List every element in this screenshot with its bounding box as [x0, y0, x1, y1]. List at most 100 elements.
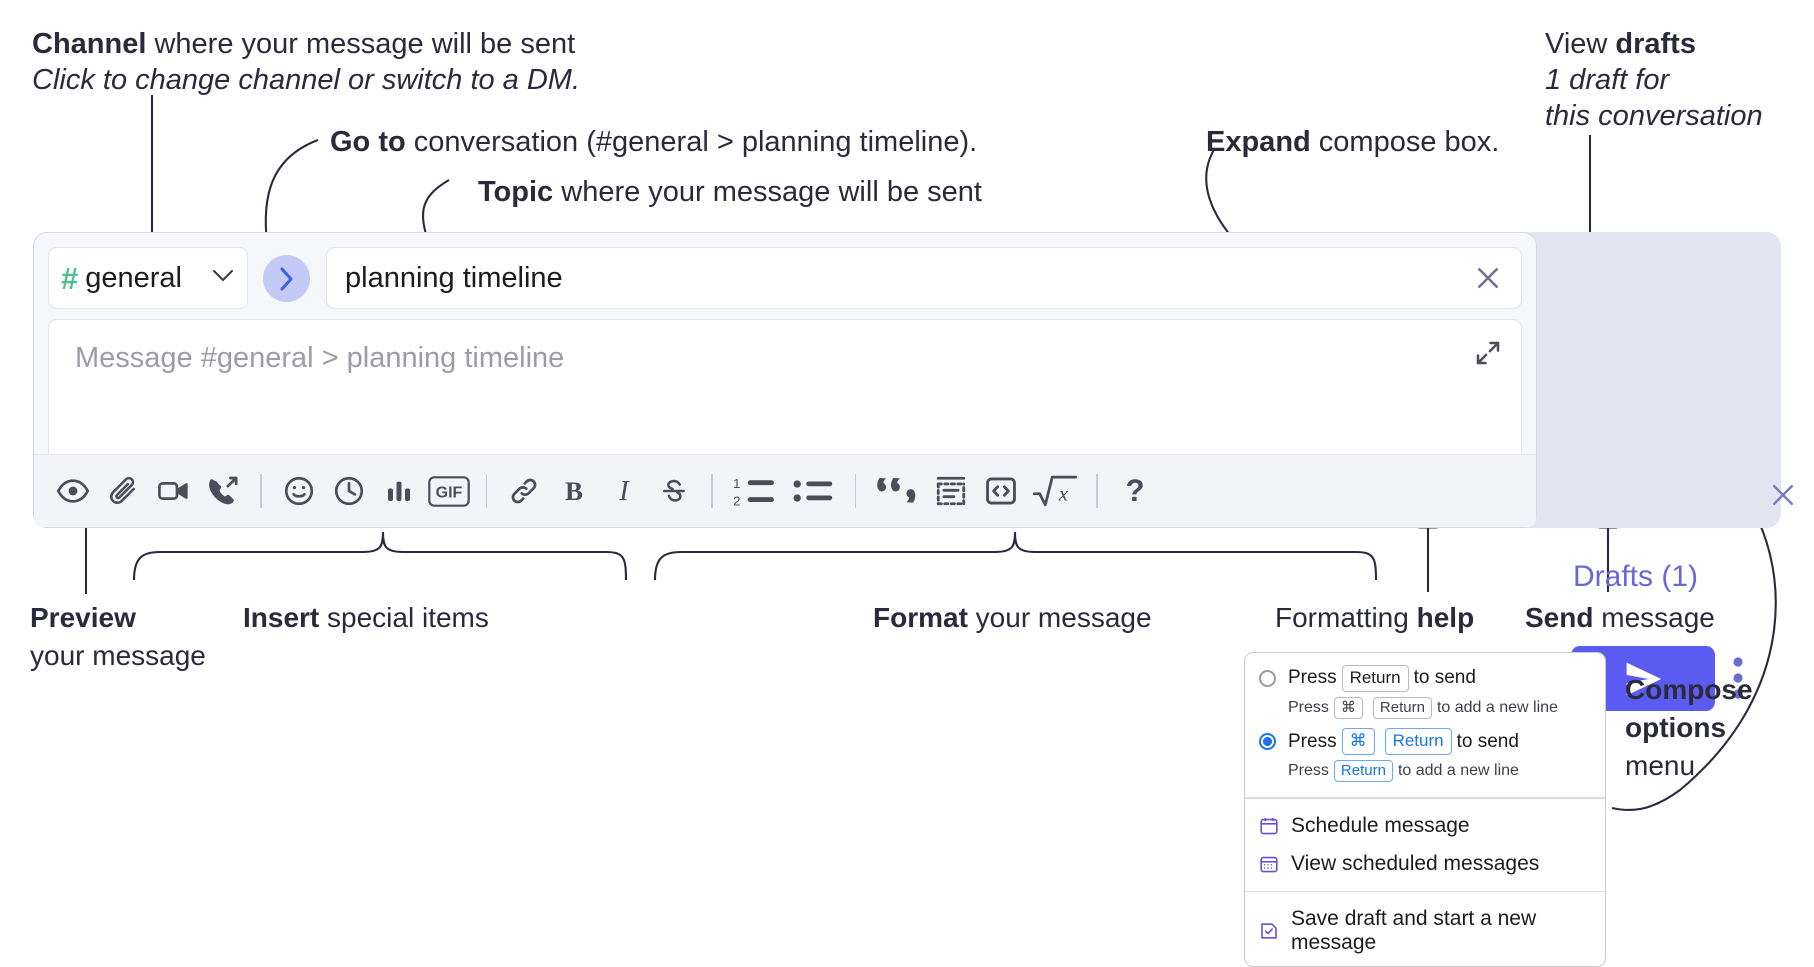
blockquote-icon[interactable] [868, 466, 926, 516]
attachment-icon[interactable] [98, 466, 148, 516]
gif-label: GIF [435, 484, 462, 501]
annotation-topic: Topic where your message will be sent [478, 174, 982, 211]
toolbar-divider-1 [260, 474, 262, 508]
annotation-drafts-pre: View [1545, 28, 1616, 60]
goto-conversation-button[interactable] [263, 255, 310, 302]
annotation-goto-rest: conversation (#general > planning timeli… [405, 126, 978, 158]
toolbar-divider-2 [485, 474, 487, 508]
menu-option1-subtext: Press ⌘ Return to add a new line [1245, 694, 1605, 726]
drafts-link[interactable]: Drafts (1) [1573, 560, 1699, 593]
compose-header: # general planning timeline [48, 247, 1522, 309]
annotation-channel-rest: where your message will be sent [146, 28, 576, 60]
compose-panel: Drafts (1) # general [33, 232, 1793, 711]
annotation-compose-options-1: Compose [1625, 672, 1753, 708]
key-return-2: Return [1384, 728, 1452, 756]
annotation-drafts-bold: drafts [1615, 28, 1696, 60]
menu-item-schedule-message[interactable]: Schedule message [1245, 807, 1605, 845]
annotation-compose-options-2: options [1625, 710, 1726, 746]
topic-value: planning timeline [345, 261, 563, 294]
expand-button[interactable] [1473, 338, 1503, 373]
annotation-preview-rest: your message [30, 640, 206, 671]
preview-icon[interactable] [48, 466, 98, 516]
annotation-help: Formatting help [1275, 600, 1474, 636]
radio-cmd-return-to-send[interactable] [1259, 733, 1276, 751]
annotation-drafts-sub1: 1 draft for [1545, 62, 1669, 99]
annotation-preview-bold: Preview [30, 602, 136, 633]
toolbar-divider-3 [711, 474, 713, 508]
gif-icon[interactable]: GIF [424, 466, 474, 516]
help-icon[interactable]: ? [1110, 466, 1160, 516]
annotation-format-rest: your message [967, 602, 1152, 633]
help-label: ? [1125, 474, 1144, 508]
svg-text:B: B [565, 476, 583, 506]
radio-return-to-send[interactable] [1259, 669, 1276, 687]
hash-icon: # [61, 260, 79, 296]
annotation-format: Format your message [873, 600, 1152, 636]
compose-options-menu: Press Return to send Press ⌘ Return to a… [1244, 652, 1606, 967]
annotation-goto: Go to conversation (#general > planning … [330, 124, 977, 161]
annotation-drafts-sub2: this conversation [1545, 98, 1763, 135]
ordered-list-icon[interactable]: 1 2 [725, 466, 785, 516]
menu-divider-2 [1245, 890, 1605, 893]
annotation-compose-options-rest: menu [1625, 750, 1696, 781]
menu-item-view-scheduled-messages[interactable]: View scheduled messages [1245, 845, 1605, 883]
annotation-insert: Insert special items [243, 600, 489, 636]
annotation-send-rest: message [1593, 602, 1715, 633]
emoji-icon[interactable] [274, 466, 324, 516]
math-icon[interactable]: x [1026, 466, 1084, 516]
code-block-icon[interactable] [926, 466, 976, 516]
annotation-channel-bold: Channel [32, 28, 147, 60]
annotation-expand: Expand compose box. [1206, 124, 1499, 161]
annotation-drafts: View drafts [1545, 26, 1696, 63]
annotation-drafts-italic1: 1 draft for [1545, 64, 1670, 96]
svg-text:I: I [618, 476, 630, 507]
annotation-compose-options-bold1: Compose [1625, 674, 1753, 705]
formatting-toolbar: GIF B I [34, 454, 1536, 527]
annotation-compose-options-bold2: options [1625, 712, 1727, 743]
menu-option1-sub-suffix: to add a new line [1436, 699, 1558, 717]
menu-option1-sub-press: Press [1288, 699, 1329, 717]
expand-icon [1476, 341, 1500, 365]
annotation-expand-bold: Expand [1206, 126, 1311, 158]
annotation-drafts-italic2: this conversation [1545, 100, 1763, 132]
chevron-right-icon [280, 267, 293, 290]
annotation-send: Send message [1525, 600, 1715, 636]
menu-item-label: View scheduled messages [1291, 851, 1540, 875]
annotation-goto-bold: Go to [330, 126, 406, 158]
menu-item-save-draft[interactable]: Save draft and start a new message [1245, 900, 1605, 962]
channel-name: general [85, 261, 182, 294]
svg-text:1: 1 [733, 476, 740, 491]
key-command-2: ⌘ [1341, 728, 1375, 756]
menu-option2-sub-press: Press [1288, 762, 1329, 780]
panel-close-button[interactable] [1768, 480, 1798, 515]
bold-icon[interactable]: B [549, 466, 599, 516]
menu-option-return-to-send[interactable]: Press Return to send [1245, 663, 1605, 694]
topic-clear-button[interactable] [1473, 263, 1503, 293]
annotation-topic-rest: where your message will be sent [553, 176, 982, 208]
topic-field[interactable]: planning timeline [326, 247, 1522, 309]
chevron-down-icon [211, 268, 235, 288]
strikethrough-icon[interactable] [649, 466, 699, 516]
key-return: Return [1341, 665, 1409, 692]
video-icon[interactable] [148, 466, 198, 516]
calendar-icon [1259, 816, 1279, 836]
annotation-compose-options-3: menu [1625, 748, 1695, 784]
code-icon[interactable] [976, 466, 1026, 516]
menu-option2-subtext: Press Return to add a new line [1245, 757, 1605, 789]
compose-options-button[interactable] [1733, 656, 1743, 705]
italic-icon[interactable]: I [599, 466, 649, 516]
channel-selector[interactable]: # general [48, 247, 248, 309]
toolbar-divider-5 [1096, 474, 1098, 508]
poll-icon[interactable] [374, 466, 424, 516]
bulleted-list-icon[interactable] [785, 466, 843, 516]
key-return-sub-2: Return [1333, 760, 1393, 783]
clock-icon[interactable] [324, 466, 374, 516]
more-vertical-icon [1733, 657, 1743, 699]
menu-option-cmd-return-to-send[interactable]: Press ⌘ Return to send [1245, 726, 1605, 757]
svg-text:2: 2 [733, 494, 740, 507]
phone-forward-icon[interactable] [198, 466, 248, 516]
annotation-send-bold: Send [1525, 602, 1594, 633]
save-draft-icon [1259, 921, 1279, 941]
link-icon[interactable] [499, 466, 549, 516]
annotation-help-pre: Formatting [1275, 602, 1417, 633]
